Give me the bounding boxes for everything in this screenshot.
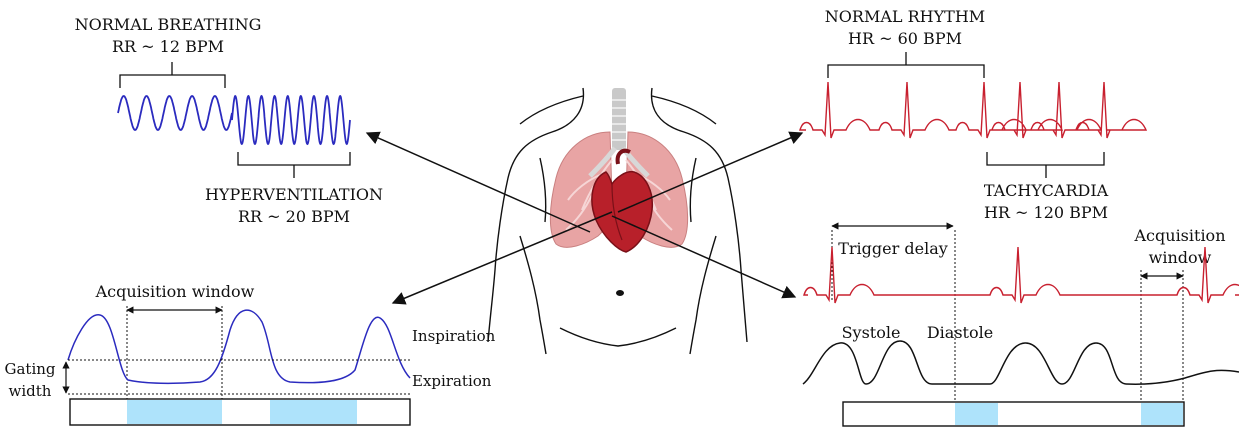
arrow-to-cardiac-gating	[612, 216, 795, 297]
cardiac-acquisition-bar	[843, 402, 1184, 426]
hyperventilation-title: HYPERVENTILATION	[205, 185, 383, 204]
normal-breathing-rate: RR ~ 12 BPM	[112, 37, 224, 56]
cardiac-rhythm-panel: NORMAL RHYTHM HR ~ 60 BPM TACHYCARDIA HR…	[800, 7, 1146, 222]
normal-rhythm-bracket	[828, 52, 984, 78]
respiratory-gating-waveform	[68, 310, 410, 383]
resp-acquisition-segment	[127, 400, 222, 424]
resp-acquisition-window-label: Acquisition window	[95, 282, 255, 301]
normal-breathing-bracket	[120, 62, 225, 88]
navel	[616, 290, 624, 296]
hyperventilation-bracket	[238, 152, 350, 178]
hyperventilation-rate: RR ~ 20 BPM	[238, 207, 350, 226]
ecg-waveform-top	[800, 82, 1146, 138]
cardiac-acquisition-segment	[955, 403, 998, 425]
gating-width-label-line2: width	[9, 382, 52, 400]
tachycardia-rate: HR ~ 120 BPM	[984, 203, 1108, 222]
normal-breathing-title: NORMAL BREATHING	[75, 15, 262, 34]
arrow-to-respiratory-gating	[393, 212, 612, 303]
cardiac-gating-panel: Trigger delay Acquisition window Systole…	[803, 226, 1239, 426]
diastole-label: Diastole	[927, 323, 993, 342]
cardiac-acquisition-label-line2: window	[1149, 248, 1212, 267]
normal-breathing-waveform	[118, 96, 232, 130]
inspiration-label: Inspiration	[412, 327, 496, 345]
cardiac-acquisition-label-line1: Acquisition	[1134, 226, 1226, 245]
expiration-label: Expiration	[412, 372, 492, 390]
gating-width-label-line1: Gating	[4, 360, 55, 378]
hyperventilation-waveform	[232, 96, 350, 144]
cardiac-acquisition-segment	[1141, 403, 1183, 425]
resp-acquisition-bar	[70, 399, 410, 425]
resp-acquisition-segment	[270, 400, 357, 424]
normal-rhythm-title: NORMAL RHYTHM	[825, 7, 985, 26]
respiration-rate-panel: NORMAL BREATHING RR ~ 12 BPM HYPERVENTIL…	[75, 15, 383, 226]
systole-label: Systole	[842, 323, 901, 342]
respiratory-gating-panel: Acquisition window Gating width Inspirat…	[4, 282, 495, 425]
tachycardia-bracket	[987, 152, 1104, 178]
cardiac-volume-waveform	[803, 341, 1239, 384]
tachycardia-title: TACHYCARDIA	[984, 181, 1109, 200]
trigger-delay-label: Trigger delay	[838, 239, 948, 258]
normal-rhythm-rate: HR ~ 60 BPM	[848, 29, 962, 48]
